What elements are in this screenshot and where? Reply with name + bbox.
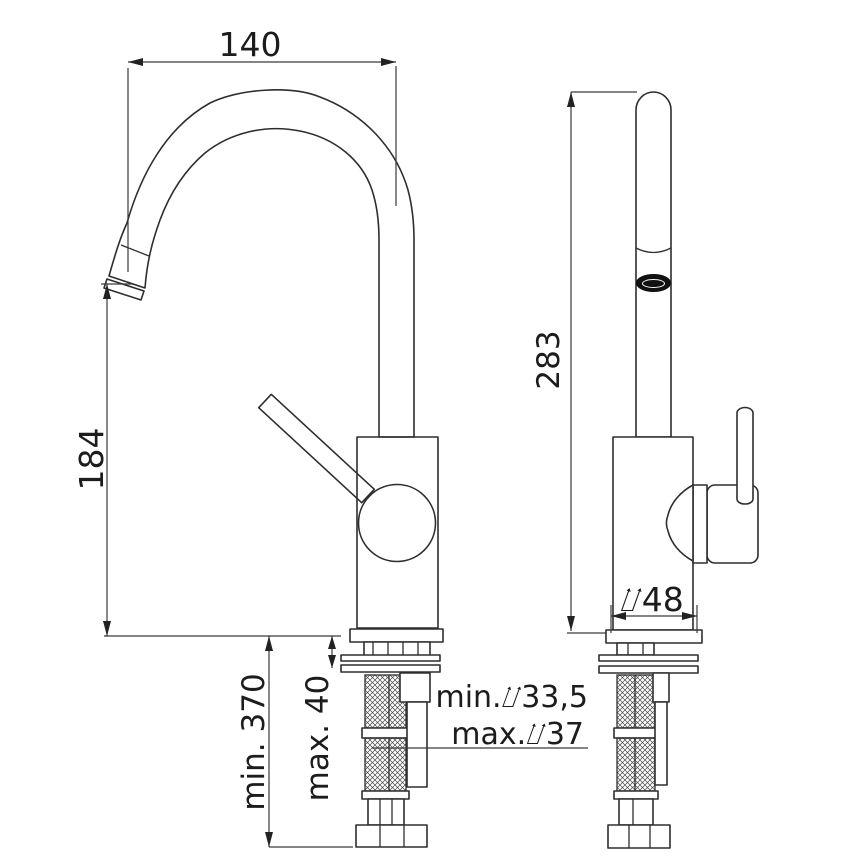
hose-connector-front <box>355 798 428 848</box>
note-label-max-hole: max.⌰37 <box>451 717 584 752</box>
fixing-rod-side <box>652 672 670 786</box>
spout-gooseneck-front <box>108 89 415 438</box>
note-label-min-hole: min.⌰33,5 <box>435 680 588 715</box>
note-hole-diameter: min.⌰33,5 max.⌰37 <box>372 680 588 752</box>
base-plate-front <box>349 628 444 643</box>
dim-label-184: 184 <box>72 428 111 491</box>
spout-column-side <box>635 91 672 438</box>
dim-deck-thickness: max. 40 <box>300 636 336 801</box>
side-view <box>598 91 759 849</box>
handle-lever-side <box>736 406 754 505</box>
fixing-rod-front <box>399 672 431 788</box>
front-view <box>103 89 444 848</box>
dim-body-diameter: ⌰48 <box>610 580 698 633</box>
dim-label-max-40: max. 40 <box>300 675 336 802</box>
flex-hoses-side <box>613 674 659 800</box>
dim-hose-min-length: min. 370 <box>236 636 353 848</box>
dim-spout-reach: 140 <box>127 25 397 272</box>
handle-boss-cone <box>665 484 694 562</box>
dim-label-283: 283 <box>531 330 567 389</box>
handle-lever-front <box>257 393 376 504</box>
dim-label-d48: ⌰48 <box>620 580 684 619</box>
valve-joint-circle <box>357 483 437 563</box>
aerator-band <box>635 247 672 254</box>
mounting-washers-front <box>340 654 441 673</box>
dim-label-min-370: min. 370 <box>236 673 272 810</box>
dim-label-140: 140 <box>219 25 282 64</box>
dim-overall-height: 283 <box>531 91 637 634</box>
dim-outlet-height: 184 <box>72 283 133 636</box>
shank-side <box>616 642 655 656</box>
mounting-washers-side <box>598 654 699 674</box>
base-plate-side <box>605 629 703 644</box>
faucet-body-front <box>356 436 439 629</box>
hose-connector-side <box>607 798 671 849</box>
handle-boss-collar <box>692 484 708 564</box>
spout-joint-line <box>120 244 150 257</box>
aerator-outlet-inner <box>642 279 665 288</box>
shank-front <box>363 641 431 657</box>
